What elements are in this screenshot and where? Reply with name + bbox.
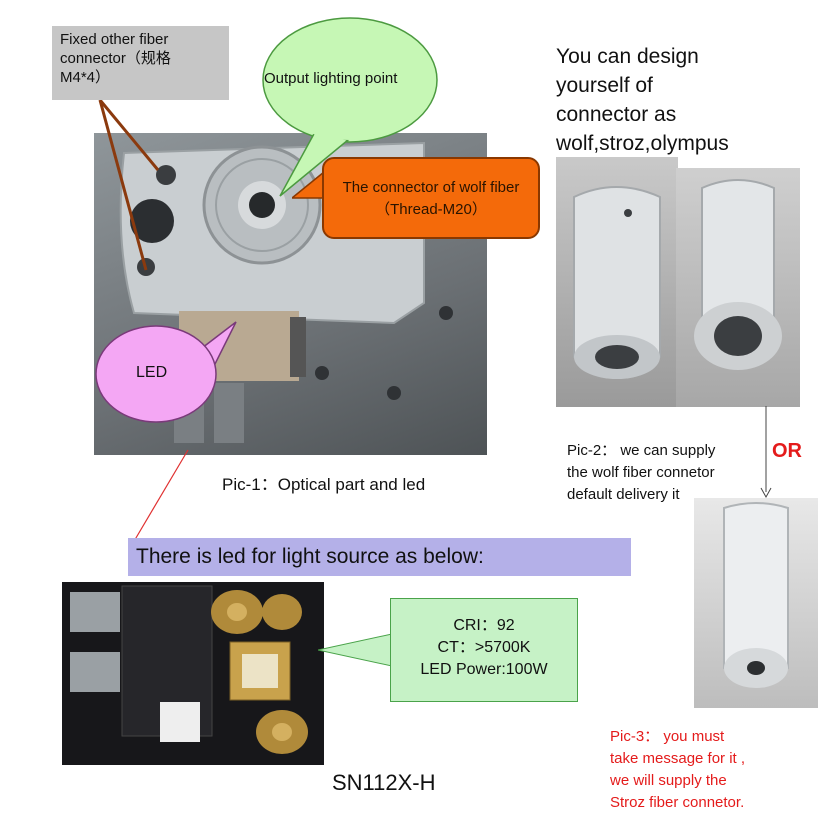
led-spec-box: CRI：92 CT：>5700K LED Power:100W [390, 598, 578, 702]
pic2-line1: Pic-2： we can supply [567, 442, 716, 459]
spec-callout-tail [318, 633, 392, 667]
pointer-line-led [129, 449, 189, 549]
arrow-head-or [760, 487, 772, 499]
design-line2: yourself of [556, 74, 653, 97]
pic2-line2: the wolf fiber connetor [567, 464, 715, 481]
led-section-heading: There is led for light source as below: [128, 538, 631, 576]
output-point-label: Output lighting point [264, 70, 398, 87]
led-board-photo [62, 582, 324, 765]
led-bubble [95, 321, 237, 423]
pic2-caption: Pic-2： we can supply the wolf fiber conn… [567, 440, 715, 506]
led-spec-power: LED Power:100W [420, 661, 548, 678]
led-model-label: SN112X-H [332, 770, 436, 795]
fixed-connector-line2: connector（规格 [60, 50, 171, 67]
pic1-caption: Pic-1：Optical part and led [222, 475, 426, 494]
output-point-bubble [262, 17, 438, 197]
fixed-connector-line1: Fixed other fiber [60, 31, 169, 48]
design-line3: connector as [556, 103, 677, 126]
pointer-line-hole-bottom [98, 99, 148, 271]
wolf-connector-line2: （Thread-M20） [375, 201, 487, 218]
led-board-illustration [62, 582, 324, 765]
led-spec-cri: CRI：92 [453, 617, 515, 634]
pic3-line2: take message for it , [610, 750, 746, 767]
design-line1: You can design [556, 45, 699, 68]
design-line4: wolf,stroz,olympus [556, 132, 729, 155]
fixed-connector-line3: M4*4） [60, 69, 111, 86]
led-spec-ct: CT：>5700K [437, 639, 531, 656]
pointer-line-hole-top [98, 99, 160, 171]
pic3-line4: Stroz fiber connetor. [610, 794, 745, 811]
stroz-connector-illustration [723, 502, 789, 688]
wolf-connector-line1: The connector of wolf fiber [342, 179, 520, 196]
led-label: LED [136, 364, 168, 381]
design-yourself-text: You can design yourself of connector as … [556, 42, 729, 158]
pic3-line3: we will supply the [610, 772, 727, 789]
pic3-line1: Pic-3： you must [610, 728, 725, 745]
wolf-connector-callout: The connector of wolf fiber （Thread-M20） [322, 157, 540, 239]
wolf-connector-side-illustration [573, 186, 661, 379]
wolf-connector-photo-side [556, 157, 678, 407]
pic3-caption: Pic-3： you must take message for it , we… [610, 726, 745, 814]
pic2-line3: default delivery it [567, 486, 680, 503]
fixed-connector-callout: Fixed other fiber connector（规格 M4*4） [52, 26, 229, 100]
wolf-connector-front-illustration [694, 179, 782, 370]
or-label: OR [772, 440, 802, 462]
stroz-connector-photo [694, 498, 818, 708]
wolf-connector-photo-front [676, 168, 800, 407]
